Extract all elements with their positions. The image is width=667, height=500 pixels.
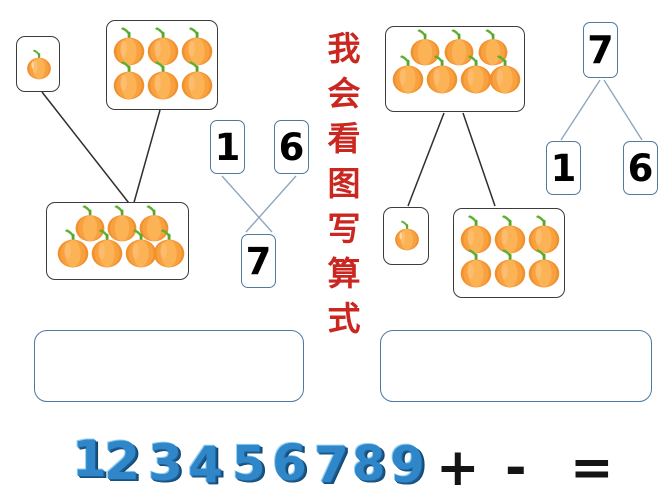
strip-digit-1[interactable]: 1 (72, 430, 107, 488)
right-card-6[interactable]: 6 (623, 141, 658, 195)
strip-operator-minus[interactable]: - (505, 438, 527, 498)
strip-digit-2[interactable]: 2 (104, 432, 141, 492)
left-card-1[interactable]: 1 (210, 120, 245, 174)
left-top-left-picture-box (16, 36, 60, 92)
number-symbol-strip: 1 2 3 4 5 6 7 8 9 + - = (0, 424, 667, 500)
right-bottom-right-picture-box (453, 208, 565, 298)
pumpkin-group-7 (47, 203, 188, 279)
right-card-1[interactable]: 1 (546, 141, 581, 195)
left-top-right-picture-box (106, 20, 218, 110)
strip-digit-4[interactable]: 4 (188, 436, 223, 494)
pumpkin-group-1-right (384, 208, 428, 264)
strip-digit-5[interactable]: 5 (232, 436, 266, 492)
pumpkin-group-6-right (454, 209, 564, 297)
pumpkin-group-7-right (386, 27, 524, 111)
strip-digit-7[interactable]: 7 (314, 436, 349, 494)
right-card-7[interactable]: 7 (583, 22, 618, 78)
left-card-6[interactable]: 6 (274, 120, 309, 174)
title-char-2: 看 (327, 119, 361, 158)
connector-right-num-a (560, 79, 601, 141)
strip-operator-plus[interactable]: + (436, 438, 480, 498)
strip-digit-8[interactable]: 8 (352, 436, 386, 492)
title-char-0: 我 (327, 29, 361, 68)
title-char-1: 会 (327, 74, 361, 113)
page-title-vertical: 我 会 看 图 写 算 式 (322, 26, 366, 341)
strip-digit-6[interactable]: 6 (272, 434, 307, 492)
left-bottom-picture-box (46, 202, 189, 280)
connector-right-pic-a (407, 112, 445, 207)
right-top-picture-box (385, 26, 525, 112)
right-bottom-left-picture-box (383, 207, 429, 265)
title-char-6: 式 (327, 299, 361, 338)
connector-right-num-b (603, 79, 643, 141)
connector-right-pic-b (462, 112, 496, 207)
strip-digit-3[interactable]: 3 (148, 434, 183, 492)
connector-left-num-a (221, 175, 273, 233)
pumpkin-group-1 (17, 37, 59, 91)
left-answer-box[interactable] (34, 330, 304, 402)
title-char-4: 写 (327, 209, 361, 248)
connector-left-pic-b (132, 109, 161, 207)
left-card-7[interactable]: 7 (241, 234, 276, 288)
connector-left-num-b (245, 175, 297, 233)
title-char-3: 图 (327, 164, 361, 203)
right-answer-box[interactable] (380, 330, 652, 402)
strip-digit-9[interactable]: 9 (390, 436, 425, 494)
pumpkin-group-6 (107, 21, 217, 109)
strip-operator-equals[interactable]: = (570, 438, 614, 498)
title-char-5: 算 (327, 254, 361, 293)
